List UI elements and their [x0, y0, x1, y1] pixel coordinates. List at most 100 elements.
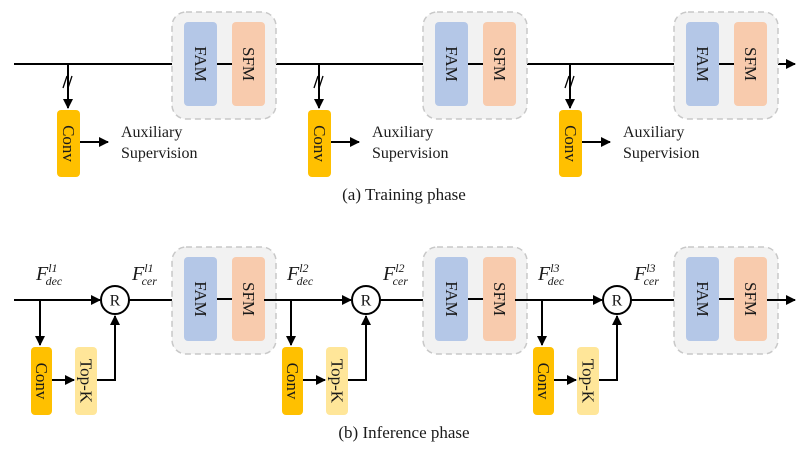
conv-box-label: Conv — [59, 125, 78, 162]
fam-box: FAM — [184, 257, 217, 341]
fam-sfm-group: FAM SFM — [673, 246, 779, 355]
fam-box-label: FAM — [191, 281, 210, 317]
stop-gradient-slash — [569, 75, 575, 89]
conv-box-rect — [559, 110, 582, 177]
fam-box: FAM — [184, 22, 217, 106]
topk-box-rect — [75, 347, 97, 415]
sfm-box: SFM — [483, 22, 516, 106]
conv-box-rect — [533, 347, 554, 415]
stop-gradient-slash — [67, 75, 73, 89]
sfm-box: SFM — [734, 22, 767, 106]
conv-box-rect — [31, 347, 52, 415]
fam-box-rect — [686, 22, 719, 106]
aux-label-line1: Auxiliary — [623, 124, 684, 141]
replace-node-circle — [602, 285, 632, 315]
fam-box-label: FAM — [442, 281, 461, 317]
conv-box: Conv — [282, 347, 303, 415]
aux-label-line2: Supervision — [372, 145, 448, 162]
fam-sfm-group: FAM SFM — [171, 11, 277, 120]
conv-box-rect — [308, 110, 331, 177]
sfm-box-label: SFM — [490, 282, 509, 316]
sfm-box-rect — [734, 22, 767, 106]
replace-node-label: R — [361, 293, 372, 310]
fam-box-rect — [435, 257, 468, 341]
conv-box-label: Conv — [534, 363, 553, 400]
fam-sfm-group: FAM SFM — [171, 246, 277, 355]
replace-node-label: R — [612, 293, 623, 310]
sfm-box-rect — [483, 257, 516, 341]
topk-box-label: Top-K — [77, 359, 96, 404]
fam-sfm-group: FAM SFM — [422, 11, 528, 120]
fam-sfm-group: FAM SFM — [422, 246, 528, 355]
fam-box-rect — [184, 257, 217, 341]
sfm-box-rect — [232, 257, 265, 341]
fam-sfm-group: FAM SFM — [673, 11, 779, 120]
sfm-box-label: SFM — [741, 47, 760, 81]
stop-gradient-slash — [318, 75, 324, 89]
replace-node-circle — [351, 285, 381, 315]
conv-box: Conv — [559, 110, 582, 177]
conv-box: Conv — [308, 110, 331, 177]
fam-box-label: FAM — [191, 46, 210, 82]
sfm-box: SFM — [232, 22, 265, 106]
conv-box-label: Conv — [32, 363, 51, 400]
topk-box: Top-K — [75, 347, 97, 415]
topk-box: Top-K — [326, 347, 348, 415]
topk-box-label: Top-K — [328, 359, 347, 404]
stop-gradient-slash — [62, 75, 68, 89]
sfm-box-label: SFM — [741, 282, 760, 316]
topk-to-r-arrow — [599, 315, 622, 381]
conv-box-rect — [282, 347, 303, 415]
sfm-box-label: SFM — [239, 282, 258, 316]
topk-box-rect — [326, 347, 348, 415]
topk-to-r-arrow — [97, 315, 120, 381]
aux-label-line2: Supervision — [121, 145, 197, 162]
fam-box: FAM — [686, 257, 719, 341]
conv-box: Conv — [31, 347, 52, 415]
fam-box-label: FAM — [693, 46, 712, 82]
conv-box-label: Conv — [310, 125, 329, 162]
fam-box: FAM — [686, 22, 719, 106]
topk-box: Top-K — [577, 347, 599, 415]
conv-box-rect — [57, 110, 80, 177]
fam-box-rect — [435, 22, 468, 106]
sfm-box-label: SFM — [490, 47, 509, 81]
sfm-box-rect — [734, 257, 767, 341]
fam-box: FAM — [435, 257, 468, 341]
sfm-box-rect — [232, 22, 265, 106]
training-caption: (a) Training phase — [342, 185, 466, 204]
conv-box-label: Conv — [283, 363, 302, 400]
conv-box: Conv — [57, 110, 80, 177]
sfm-box: SFM — [734, 257, 767, 341]
replace-node-label: R — [110, 293, 121, 310]
conv-box: Conv — [533, 347, 554, 415]
aux-label-line2: Supervision — [623, 145, 699, 162]
topk-box-rect — [577, 347, 599, 415]
stop-gradient-slash — [564, 75, 570, 89]
fam-box-rect — [184, 22, 217, 106]
aux-label-line1: Auxiliary — [121, 124, 182, 141]
topk-to-r-arrow — [348, 315, 371, 381]
topk-box-label: Top-K — [579, 359, 598, 404]
conv-box-label: Conv — [561, 125, 580, 162]
sfm-box: SFM — [483, 257, 516, 341]
aux-label-line1: Auxiliary — [372, 124, 433, 141]
fam-box-label: FAM — [442, 46, 461, 82]
sfm-box-rect — [483, 22, 516, 106]
inference-caption: (b) Inference phase — [338, 423, 469, 442]
fam-box: FAM — [435, 22, 468, 106]
